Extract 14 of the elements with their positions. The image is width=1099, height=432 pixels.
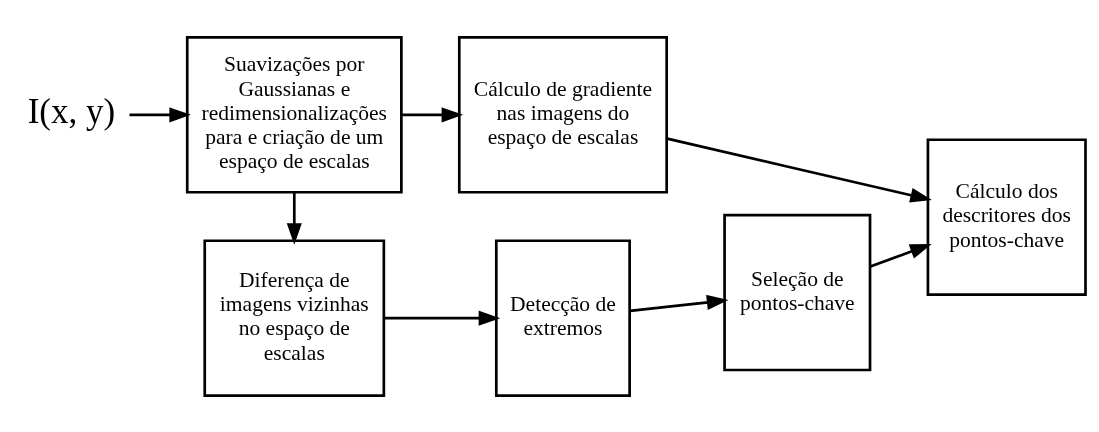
arrow	[666, 136, 932, 203]
arrow	[129, 106, 191, 122]
node-box: Diferença de imagens vizinhas no espaço de escalas	[203, 238, 386, 397]
node-box: Detecção de extremos	[494, 238, 631, 397]
node-box: Seleção de pontos-chave	[723, 213, 872, 371]
node-box: Cálculo de gradiente nas imagens do espaço de escalas	[457, 35, 668, 194]
arrow	[384, 310, 501, 326]
arrow	[869, 243, 932, 268]
node-text: I(x, y)	[27, 91, 116, 131]
arrow	[629, 294, 729, 312]
arrow	[401, 106, 464, 122]
node-box: Cálculo dos descritores dos pontos-chave	[926, 137, 1087, 296]
arrow	[286, 192, 302, 245]
node-box: Suavizações por Gaussianas e redimensionalizações para e criação de um espaço de escalas	[185, 35, 403, 194]
